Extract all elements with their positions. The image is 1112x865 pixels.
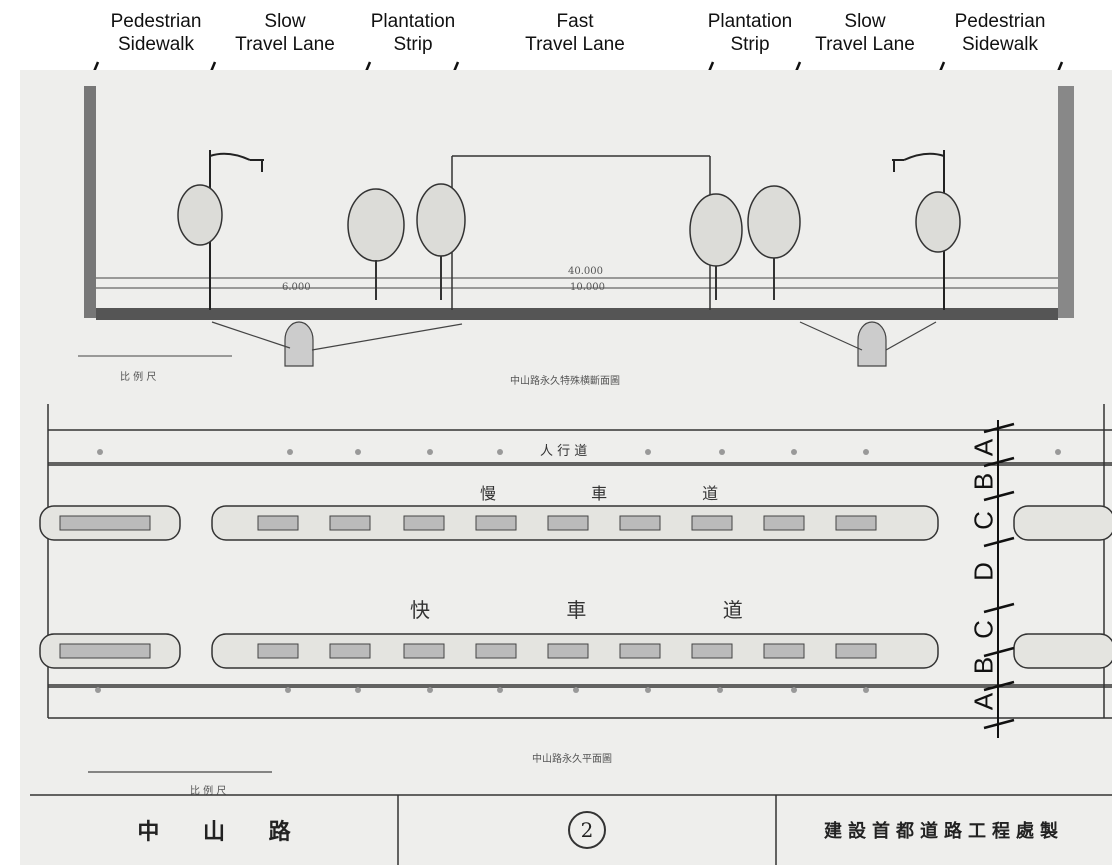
sheet-number-text: 2 [580,818,594,842]
plan-letter-a-bottom: A [968,692,999,711]
plan-slow-lane-label: 慢 車 道 [480,484,719,503]
cross-section-dimension-3: 10.000 [570,282,605,293]
title-road-name: 中 山 路 [30,795,398,865]
plan-letter-c-top: C [968,511,999,530]
plan-caption: 中山路永久平面圖 [532,754,612,765]
cross-section-dimension-2: 40.000 [568,266,603,277]
plan-letter-b-top: B [968,472,999,491]
zone-label-slow-lane-left: Slow Travel Lane [235,11,335,55]
plan-fast-lane-label: 快 車 道 [410,598,743,622]
agency-text: 建設首都道路工程處製 [824,821,1064,842]
zone-label-plantation-strip-left: Plantation Strip [370,11,456,55]
plan-letter-c-bottom: C [968,620,999,639]
zone-label-fast-lane: Fast Travel Lane [525,11,625,55]
zone-label-pedestrian-sidewalk-left: Pedestrian Sidewalk [110,11,202,55]
cross-section-dimension-1: 6.000 [282,282,311,293]
sheet-number-circle: 2 [568,811,606,849]
cross-section-caption: 中山路永久特殊横斷面圖 [510,376,620,387]
plan-sidewalk-label: 人 行 道 [540,444,588,459]
zone-label-slow-lane-right: Slow Travel Lane [815,11,915,55]
zone-label-plantation-strip-right: Plantation Strip [707,11,793,55]
cross-section-drawing [78,86,1074,367]
road-name-text: 中 山 路 [137,819,291,845]
cross-section-scale-label: 比 例 尺 [120,372,157,383]
plan-scale-label: 比 例 尺 [190,786,227,797]
title-sheet-number: 2 [398,795,776,865]
zone-label-pedestrian-sidewalk-right: Pedestrian Sidewalk [954,11,1046,55]
plan-letter-b-bottom: B [968,656,999,675]
title-agency: 建設首都道路工程處製 [776,795,1112,865]
plan-letter-d: D [968,562,999,581]
